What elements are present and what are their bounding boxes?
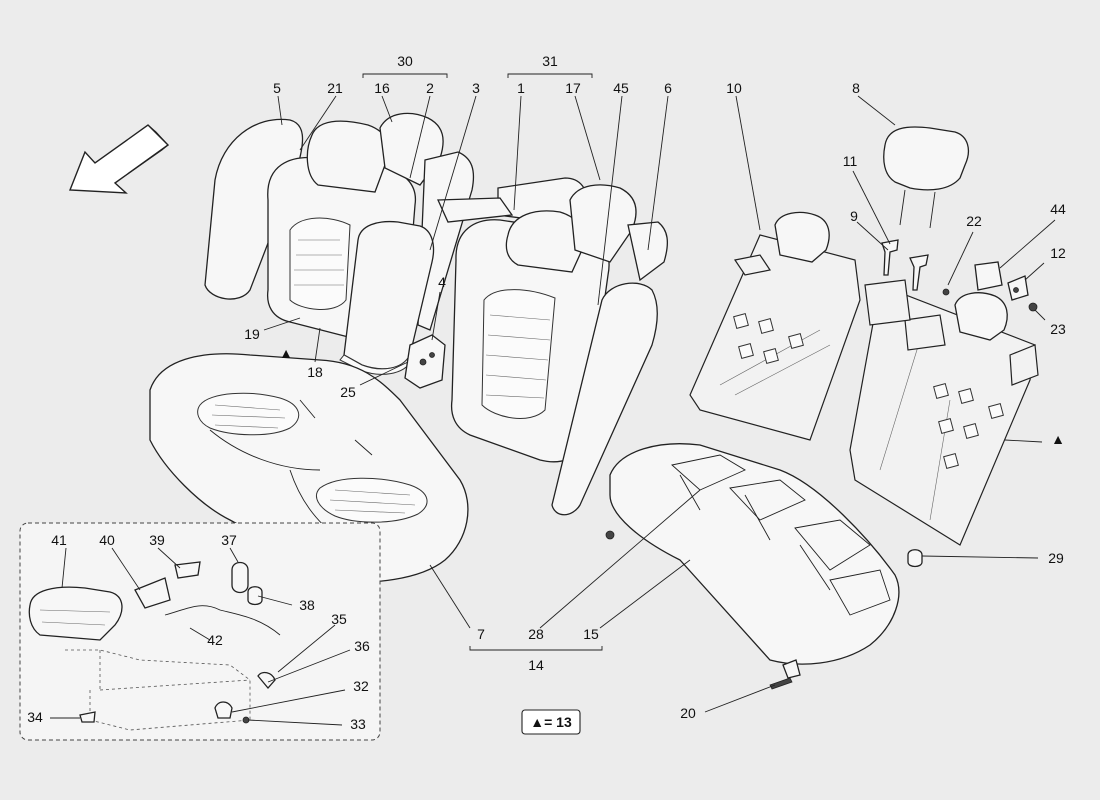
callout-16: 16 — [374, 80, 390, 96]
nut-part — [1028, 302, 1038, 312]
right-seatback-part — [437, 177, 669, 463]
callout-3: 3 — [472, 80, 480, 96]
callout-11: 11 — [843, 153, 858, 169]
callout-1: 1 — [517, 80, 525, 96]
hook-bolt-part — [769, 659, 801, 690]
bracket-part — [1007, 275, 1029, 301]
callout-18: 18 — [307, 364, 323, 380]
detail-inset-box — [19, 522, 381, 741]
callout-45: 45 — [613, 80, 629, 96]
callout-37: 37 — [221, 532, 237, 548]
callout-19: 19 — [244, 326, 260, 342]
callout-4: 4 — [438, 274, 446, 290]
triangle-marker-icon: ▲ — [1051, 431, 1065, 447]
callout-29: 29 — [1048, 550, 1064, 566]
callout-21: 21 — [327, 80, 343, 96]
callout-33: 33 — [350, 716, 366, 732]
seat-cushion-part — [149, 353, 469, 583]
callout-labels: 30 31 5 21 16 2 3 1 17 45 6 10 8 11 9 22… — [27, 53, 1066, 732]
callout-20: 20 — [680, 705, 696, 721]
seatback-frame-part — [689, 211, 861, 441]
callout-38: 38 — [299, 597, 315, 613]
callout-40: 40 — [99, 532, 115, 548]
callout-5: 5 — [273, 80, 281, 96]
callout-36: 36 — [354, 638, 370, 654]
callout-10: 10 — [726, 80, 742, 96]
legend-box: ▲= 13 — [521, 709, 581, 735]
center-bracket-part — [404, 334, 446, 389]
right-bolster-part — [551, 282, 658, 516]
right-seatback-frame-part — [849, 279, 1039, 546]
callout-30: 30 — [397, 53, 413, 69]
callout-6: 6 — [664, 80, 672, 96]
callout-44: 44 — [1050, 201, 1066, 217]
callout-39: 39 — [149, 532, 165, 548]
callout-2: 2 — [426, 80, 434, 96]
callout-8: 8 — [852, 80, 860, 96]
callout-9: 9 — [850, 208, 858, 224]
callout-31: 31 — [542, 53, 558, 69]
triangle-marker-icon: ▲ — [279, 345, 293, 361]
callout-34: 34 — [27, 709, 43, 725]
callout-15: 15 — [583, 626, 599, 642]
small-clip-part — [942, 288, 950, 296]
callout-17: 17 — [565, 80, 581, 96]
callout-12: 12 — [1050, 245, 1066, 261]
cover-plate-part — [974, 261, 1003, 291]
headrest-part — [883, 126, 969, 229]
direction-arrow-icon — [68, 124, 170, 194]
callout-23: 23 — [1050, 321, 1066, 337]
callout-42: 42 — [207, 632, 223, 648]
pad-part — [907, 549, 923, 568]
callout-41: 41 — [51, 532, 67, 548]
callout-7: 7 — [477, 626, 485, 642]
callout-25: 25 — [340, 384, 356, 400]
callout-22: 22 — [966, 213, 982, 229]
callout-14: 14 — [528, 657, 544, 673]
callout-35: 35 — [331, 611, 347, 627]
legend-text: ▲= 13 — [530, 714, 572, 730]
left-bolster-part — [204, 118, 304, 300]
callout-32: 32 — [353, 678, 369, 694]
seat-spring-frame-part — [605, 443, 900, 665]
leader-lines — [50, 95, 1056, 726]
callout-28: 28 — [528, 626, 544, 642]
